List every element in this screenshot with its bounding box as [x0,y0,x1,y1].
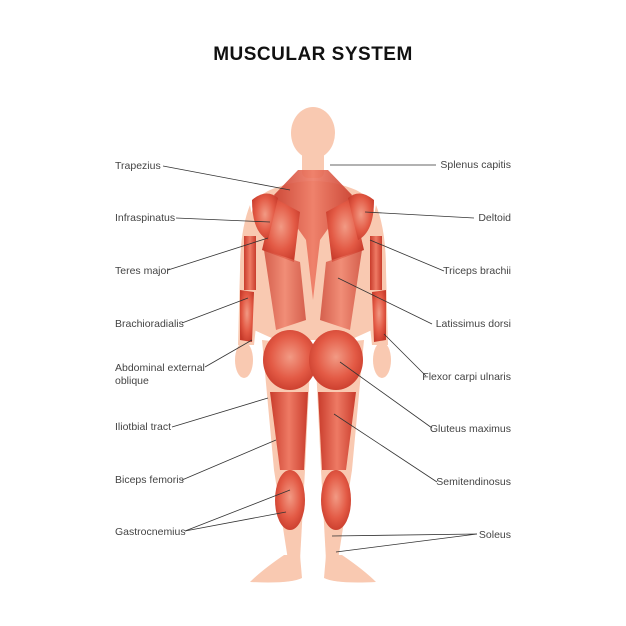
right-foot [324,555,376,583]
label-brachioradialis: Brachioradialis [115,318,184,331]
leader-iliotibial-tract [172,398,268,427]
label-teres-major: Teres major [115,265,170,278]
left-foot [250,555,302,583]
label-semitendinosus: Semitendinosus [436,476,511,489]
right-hand [373,342,391,378]
leader-gastrocnemius-2 [185,512,286,531]
label-gastrocnemius: Gastrocnemius [115,526,186,539]
right-gastrocnemius-muscle [321,470,351,530]
right-gluteus-muscle [309,330,363,390]
label-latissimus-dorsi: Latissimus dorsi [436,318,511,331]
label-abdominal-external-oblique: Abdominal external oblique [115,362,207,388]
leader-soleus-1 [332,534,477,536]
label-splenus-capitis: Splenus capitis [440,159,511,172]
leader-deltoid [365,212,474,218]
leader-trapezius [163,166,290,190]
leader-brachioradialis [182,298,248,323]
label-biceps-femoris: Biceps femoris [115,474,184,487]
leader-biceps-femoris [182,440,276,480]
leader-gastrocnemius-1 [185,490,290,531]
label-soleus: Soleus [479,529,511,542]
label-infraspinatus: Infraspinatus [115,212,175,225]
left-hand [235,342,253,378]
muscles [240,170,386,530]
label-flexor-carpi-ulnaris: Flexor carpi ulnaris [422,371,511,384]
label-iliotibial-tract: Iliotbial tract [115,421,171,434]
label-trapezius: Trapezius [115,160,161,173]
label-triceps-brachii: Triceps brachii [443,265,511,278]
left-gastrocnemius-muscle [275,470,305,530]
left-gluteus-muscle [263,330,317,390]
label-deltoid: Deltoid [478,212,511,225]
left-forearm-muscle [240,290,254,342]
label-gluteus-maximus: Gluteus maximus [430,423,511,436]
leader-soleus-2 [336,534,477,552]
